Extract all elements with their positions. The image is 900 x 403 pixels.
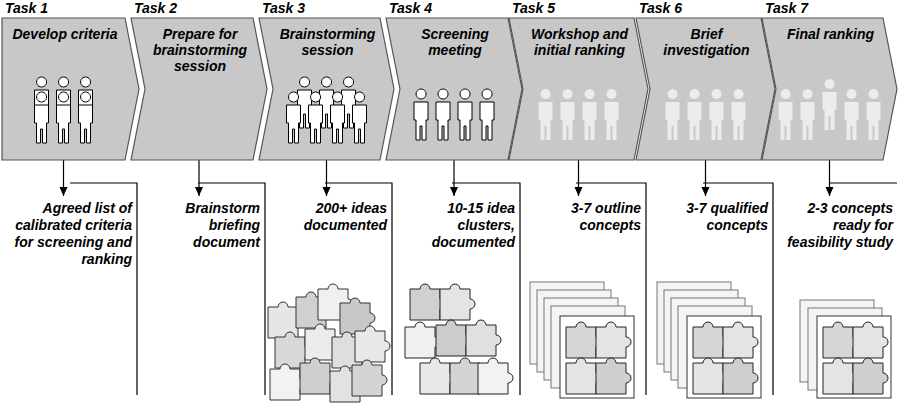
output-text-block: 3-7 qualified concepts: [652, 196, 768, 234]
task-title: Brief investigation: [655, 26, 758, 58]
task-title: Develop criteria: [8, 26, 122, 42]
output-text-block: 3-7 outline concepts: [525, 196, 641, 234]
task-number: Task 4: [386, 0, 522, 17]
output-text-block: 10-15 idea clusters, documented: [398, 196, 515, 251]
output-text: 2-3 concepts ready for feasibility study: [778, 200, 893, 251]
output-text: 3-7 outline concepts: [525, 200, 641, 234]
task-chevron: Task 6Brief investigation: [636, 18, 775, 160]
output-text: Brainstorm briefing document: [142, 200, 260, 251]
task-title: Final ranking: [781, 26, 880, 42]
task-title: Prepare for brainstorming session: [150, 26, 250, 74]
task-number: Task 3: [259, 0, 394, 17]
output-arrow: [198, 160, 199, 196]
task-chevron: Task 1Develop criteria: [2, 18, 139, 160]
output-arrow: [705, 160, 706, 196]
output-arrow: [829, 160, 830, 196]
output-text: 3-7 qualified concepts: [652, 200, 768, 234]
idea-pieces: [268, 284, 390, 402]
task-number: Task 2: [131, 0, 267, 17]
task-title: Screening meeting: [405, 26, 505, 58]
task-chevron: Task 2Prepare for brainstorming session: [131, 18, 267, 160]
output-text: 10-15 idea clusters, documented: [398, 200, 515, 251]
concept-pages: [530, 282, 891, 398]
output-text-block: 2-3 concepts ready for feasibility study: [778, 196, 893, 251]
output-text-block: Agreed list of calibrated criteria for s…: [2, 196, 132, 268]
output-text-block: 200+ ideas documented: [270, 196, 387, 234]
task-number: Task 7: [762, 0, 897, 17]
output-text-block: Brainstorm briefing document: [142, 196, 260, 251]
task-number: Task 1: [2, 0, 139, 17]
task-chevron: Task 7Final ranking: [762, 18, 897, 160]
task-chevron: Task 5Workshop and initial ranking: [509, 18, 648, 160]
output-text: 200+ ideas documented: [270, 200, 387, 234]
task-title: Workshop and initial ranking: [528, 26, 631, 58]
task-number: Task 5: [509, 0, 648, 17]
task-number: Task 6: [636, 0, 775, 17]
output-text: Agreed list of calibrated criteria for s…: [2, 200, 132, 268]
output-arrow: [453, 160, 454, 196]
task-title: Brainstorming session: [278, 26, 377, 58]
output-arrow: [326, 160, 327, 196]
task-chevron: Task 3Brainstorming session: [259, 18, 394, 160]
output-arrow: [63, 160, 64, 196]
task-chevron: Task 4Screening meeting: [386, 18, 522, 160]
bracket-lines: [70, 183, 897, 395]
output-arrow: [578, 160, 579, 196]
idea-clusters: [405, 284, 513, 394]
